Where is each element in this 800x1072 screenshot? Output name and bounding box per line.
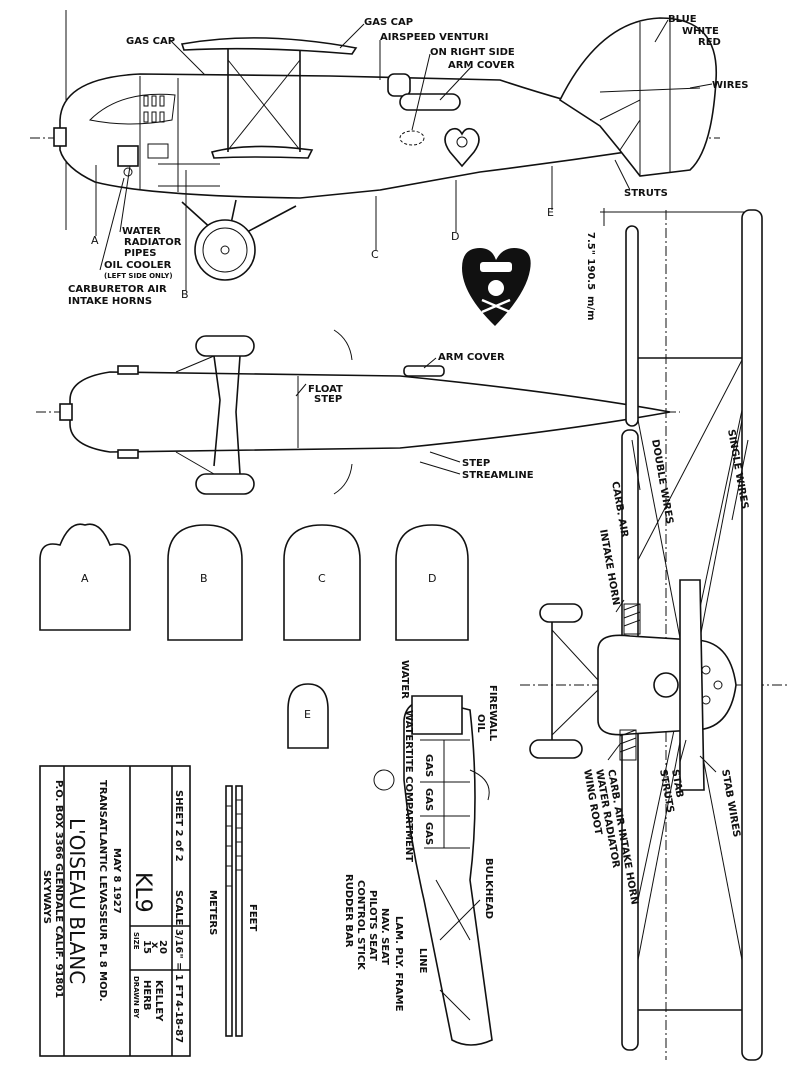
label-carb-horns-2: INTAKE HORNS <box>68 296 152 307</box>
cutaway-view: GAS GAS GAS FIREWALL OIL WATER WATERTITE… <box>343 660 498 1046</box>
dimension-190mm: 7.5" 190.5 <box>585 232 596 290</box>
label-gas-cap-left: GAS CAP <box>126 36 175 47</box>
drawn-date: 4-18-87 <box>173 1000 184 1043</box>
section-d-label: D <box>428 572 436 585</box>
station-c: C <box>371 248 379 261</box>
side-view: A B C D E GAS CAP GAS CAP AIRSPEED VENTU… <box>30 10 760 321</box>
label-oil-cooler-1: OIL COOLER <box>104 260 172 271</box>
label-line: LINE <box>417 948 428 973</box>
label-feet: FEET <box>247 904 258 931</box>
drawing-number: KL9 <box>130 872 155 913</box>
label-step: STEP <box>462 458 490 469</box>
label-struts-tail: STRUTS <box>624 188 668 199</box>
size-label: SIZE <box>132 932 140 950</box>
drawing-date: MAY 8 1927 <box>111 848 122 914</box>
label-pilots-seat: PILOTS SEAT <box>367 890 378 961</box>
cross-sections: A B C D E <box>39 523 469 749</box>
section-c-label: C <box>318 572 326 585</box>
label-arm-cover-side: ARM COVER <box>448 60 515 71</box>
sheet-number: SHEET 2 of 2 <box>173 790 184 862</box>
section-a-outline <box>39 523 131 631</box>
size-x: x <box>149 942 160 949</box>
station-e: E <box>547 206 554 219</box>
label-red: RED <box>698 37 721 48</box>
label-float-step-1: FLOAT <box>308 384 343 395</box>
label-water-radiator-3: PIPES <box>124 248 156 259</box>
radiator <box>117 145 139 167</box>
front-upper-wing <box>741 209 763 1061</box>
label-gas-cap-top: GAS CAP <box>364 17 413 28</box>
station-d: D <box>451 230 459 243</box>
label-streamline: STREAMLINE <box>462 470 534 481</box>
label-control-stick: CONTROL STICK <box>355 880 366 971</box>
label-watertite: WATERTITE COMPARTMENT <box>403 710 414 862</box>
label-water-radiator-1: WATER <box>122 226 161 237</box>
dimension-mm: m/m <box>585 296 596 321</box>
size-1: 15 <box>141 940 152 954</box>
drawn-by-label: DRAWN BY <box>132 976 140 1019</box>
section-c-outline <box>283 524 361 641</box>
drawing-title: L'OISEAU BLANC <box>65 818 89 984</box>
tail-fin <box>558 17 717 177</box>
top-view: ARM COVER FLOAT STEP STEP STREAMLINE <box>36 329 680 495</box>
drawn-by-2: KELLEY <box>153 980 164 1022</box>
section-e-label: E <box>304 708 311 721</box>
label-rudder-bar: RUDDER BAR <box>343 874 354 948</box>
station-a: A <box>91 234 99 247</box>
company-name: SKYWAYS <box>41 870 52 924</box>
cowl-louvers <box>143 95 165 123</box>
label-arm-cover-top: ARM COVER <box>438 352 505 363</box>
label-stab-struts-1: STAB <box>669 769 685 799</box>
scale-bars: METERS FEET <box>207 785 258 1037</box>
landing-gear-side <box>181 199 297 281</box>
lower-wing-side <box>210 145 314 159</box>
front-view: DOUBLE WIRES SINGLE WIRES CARB. AIR INTA… <box>520 209 790 1061</box>
section-e-outline <box>287 683 329 749</box>
label-on-right-side: ON RIGHT SIDE <box>430 47 515 58</box>
label-water-radiator-2: RADIATOR <box>124 237 182 248</box>
section-b-outline <box>167 524 243 641</box>
label-white: WHITE <box>682 26 719 37</box>
scale-note: SCALE 3/16" = 1 FT <box>173 890 184 998</box>
label-bulkhead: BULKHEAD <box>483 858 494 919</box>
drawn-by-1: HERB <box>141 980 152 1011</box>
station-b: B <box>181 288 189 301</box>
label-water: WATER <box>399 660 410 699</box>
label-meters: METERS <box>207 890 218 935</box>
label-gas-3: GAS <box>423 822 434 845</box>
label-firewall: FIREWALL <box>487 685 498 742</box>
size-2: 20 <box>157 940 168 954</box>
label-nav-seat: NAV. SEAT <box>379 908 390 965</box>
label-gas-1: GAS <box>423 754 434 777</box>
label-double-wires: DOUBLE WIRES <box>649 439 675 525</box>
heart-emblem <box>462 248 531 326</box>
label-wires: WIRES <box>712 80 748 91</box>
label-carb-horns-1: CARBURETOR AIR <box>68 284 167 295</box>
label-airspeed-venturi: AIRSPEED VENTURI <box>380 32 488 43</box>
section-d-outline <box>395 524 469 641</box>
title-block: SKYWAYS P.O. BOX 3366 GLENDALE CALIF. 91… <box>39 765 191 1057</box>
label-float-step-2: STEP <box>314 394 342 405</box>
label-gas-2: GAS <box>423 788 434 811</box>
label-stab-wires: STAB WIRES <box>719 769 742 838</box>
label-oil-cooler-2: (LEFT SIDE ONLY) <box>104 272 173 280</box>
section-b-label: B <box>200 572 208 585</box>
label-oil: OIL <box>475 714 486 733</box>
propeller-hub <box>53 127 67 147</box>
label-lam-frame: LAM. PLY. FRAME <box>393 916 404 1012</box>
company-address: P.O. BOX 3366 GLENDALE CALIF. 91801 <box>53 780 64 998</box>
label-blue: BLUE <box>668 14 697 25</box>
upper-wing-side <box>180 37 358 55</box>
label-carb-horn-upper-2: INTAKE HORN <box>597 529 621 607</box>
drawing-subtitle: TRANSATLANTIC LEVASSEUR PL 8 MOD. <box>97 780 108 1002</box>
section-a-label: A <box>81 572 89 585</box>
